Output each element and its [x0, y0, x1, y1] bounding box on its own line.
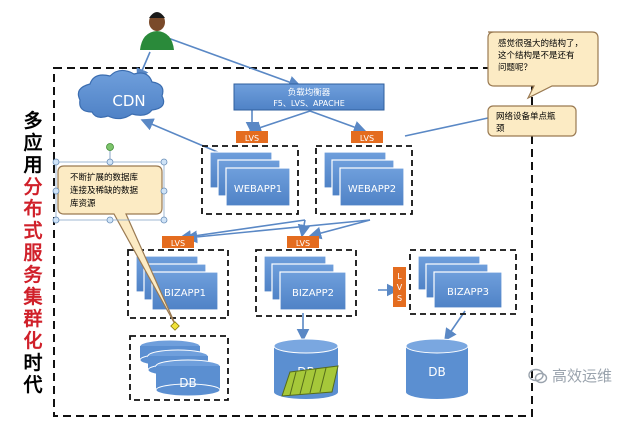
svg-text:网络设备单点瓶: 网络设备单点瓶: [496, 111, 556, 122]
svg-text:LVS: LVS: [245, 134, 259, 143]
lvs-badge-biz-2: LVS: [287, 236, 319, 248]
svg-text:LVS: LVS: [296, 239, 310, 248]
svg-text:S: S: [397, 294, 402, 303]
db-2[interactable]: DB: [273, 338, 339, 399]
svg-text:LVS: LVS: [360, 134, 374, 143]
wechat-icon: [528, 368, 548, 383]
lvs-badge-biz-1: LVS: [162, 236, 194, 248]
svg-text:库资源: 库资源: [70, 198, 96, 209]
db3-label: DB: [428, 365, 445, 379]
svg-text:L: L: [397, 272, 402, 281]
watermark-text: 高效运维: [552, 367, 613, 385]
webapp1-label: WEBAPP1: [234, 184, 282, 195]
bizapp1-label: BIZAPP1: [164, 288, 206, 299]
callout-database-resources: 不断扩展的数据库 连接及稀缺的数据 库资源: [52, 143, 180, 331]
load-balancer-subtitle: F5、LVS、APACHE: [273, 99, 345, 108]
db-3[interactable]: DB: [405, 338, 469, 399]
watermark: 高效运维: [528, 365, 612, 386]
db-cluster-1[interactable]: DB: [129, 335, 229, 401]
svg-text:问题呢？: 问题呢？: [498, 63, 532, 73]
lvs-badge-web-1: LVS: [236, 131, 268, 143]
bizapp2-group[interactable]: BIZAPP2: [255, 249, 357, 317]
load-balancer-title: 负载均衡器: [288, 87, 331, 98]
lvs-badge-biz-3: L V S: [393, 267, 406, 307]
load-balancer-box[interactable]: 负载均衡器 F5、LVS、APACHE: [233, 83, 385, 111]
cdn-label: CDN: [112, 92, 145, 110]
webapp2-group[interactable]: WEBAPP2: [315, 145, 413, 215]
lvs-badge-web-2: LVS: [351, 131, 383, 143]
svg-text:颈: 颈: [496, 124, 505, 134]
svg-text:连接及稀缺的数据: 连接及稀缺的数据: [70, 185, 139, 196]
cluster-frame: [53, 67, 533, 417]
connection-arrows: [136, 37, 489, 342]
callout-structure-question: 感觉很强大的结构了， 这个结构是不是还有 问题呢？: [487, 31, 599, 100]
bizapp1-group[interactable]: BIZAPP1: [127, 249, 229, 319]
bizapp2-label: BIZAPP2: [292, 288, 334, 299]
webapp1-group[interactable]: WEBAPP1: [201, 145, 299, 215]
callout-network-bottleneck: 网络设备单点瓶 颈: [487, 105, 577, 137]
db1-label: DB: [179, 376, 196, 390]
svg-text:V: V: [397, 283, 403, 292]
user-icon: [140, 12, 174, 50]
bizapp3-label: BIZAPP3: [447, 287, 489, 298]
cdn-cloud[interactable]: CDN: [77, 69, 165, 120]
svg-text:不断扩展的数据库: 不断扩展的数据库: [70, 172, 139, 183]
svg-text:感觉很强大的结构了，: 感觉很强大的结构了，: [498, 38, 583, 49]
selection-handles[interactable]: [52, 143, 180, 331]
bizapp3-group[interactable]: BIZAPP3: [409, 249, 517, 315]
vertical-title: 多 应 用 分 布 式 服 务 集 群 化 时 代: [23, 110, 43, 396]
webapp2-label: WEBAPP2: [348, 184, 396, 195]
svg-text:这个结构是不是还有: 这个结构是不是还有: [498, 50, 575, 61]
svg-text:LVS: LVS: [171, 239, 185, 248]
db2-overlay-panel: [281, 365, 339, 397]
